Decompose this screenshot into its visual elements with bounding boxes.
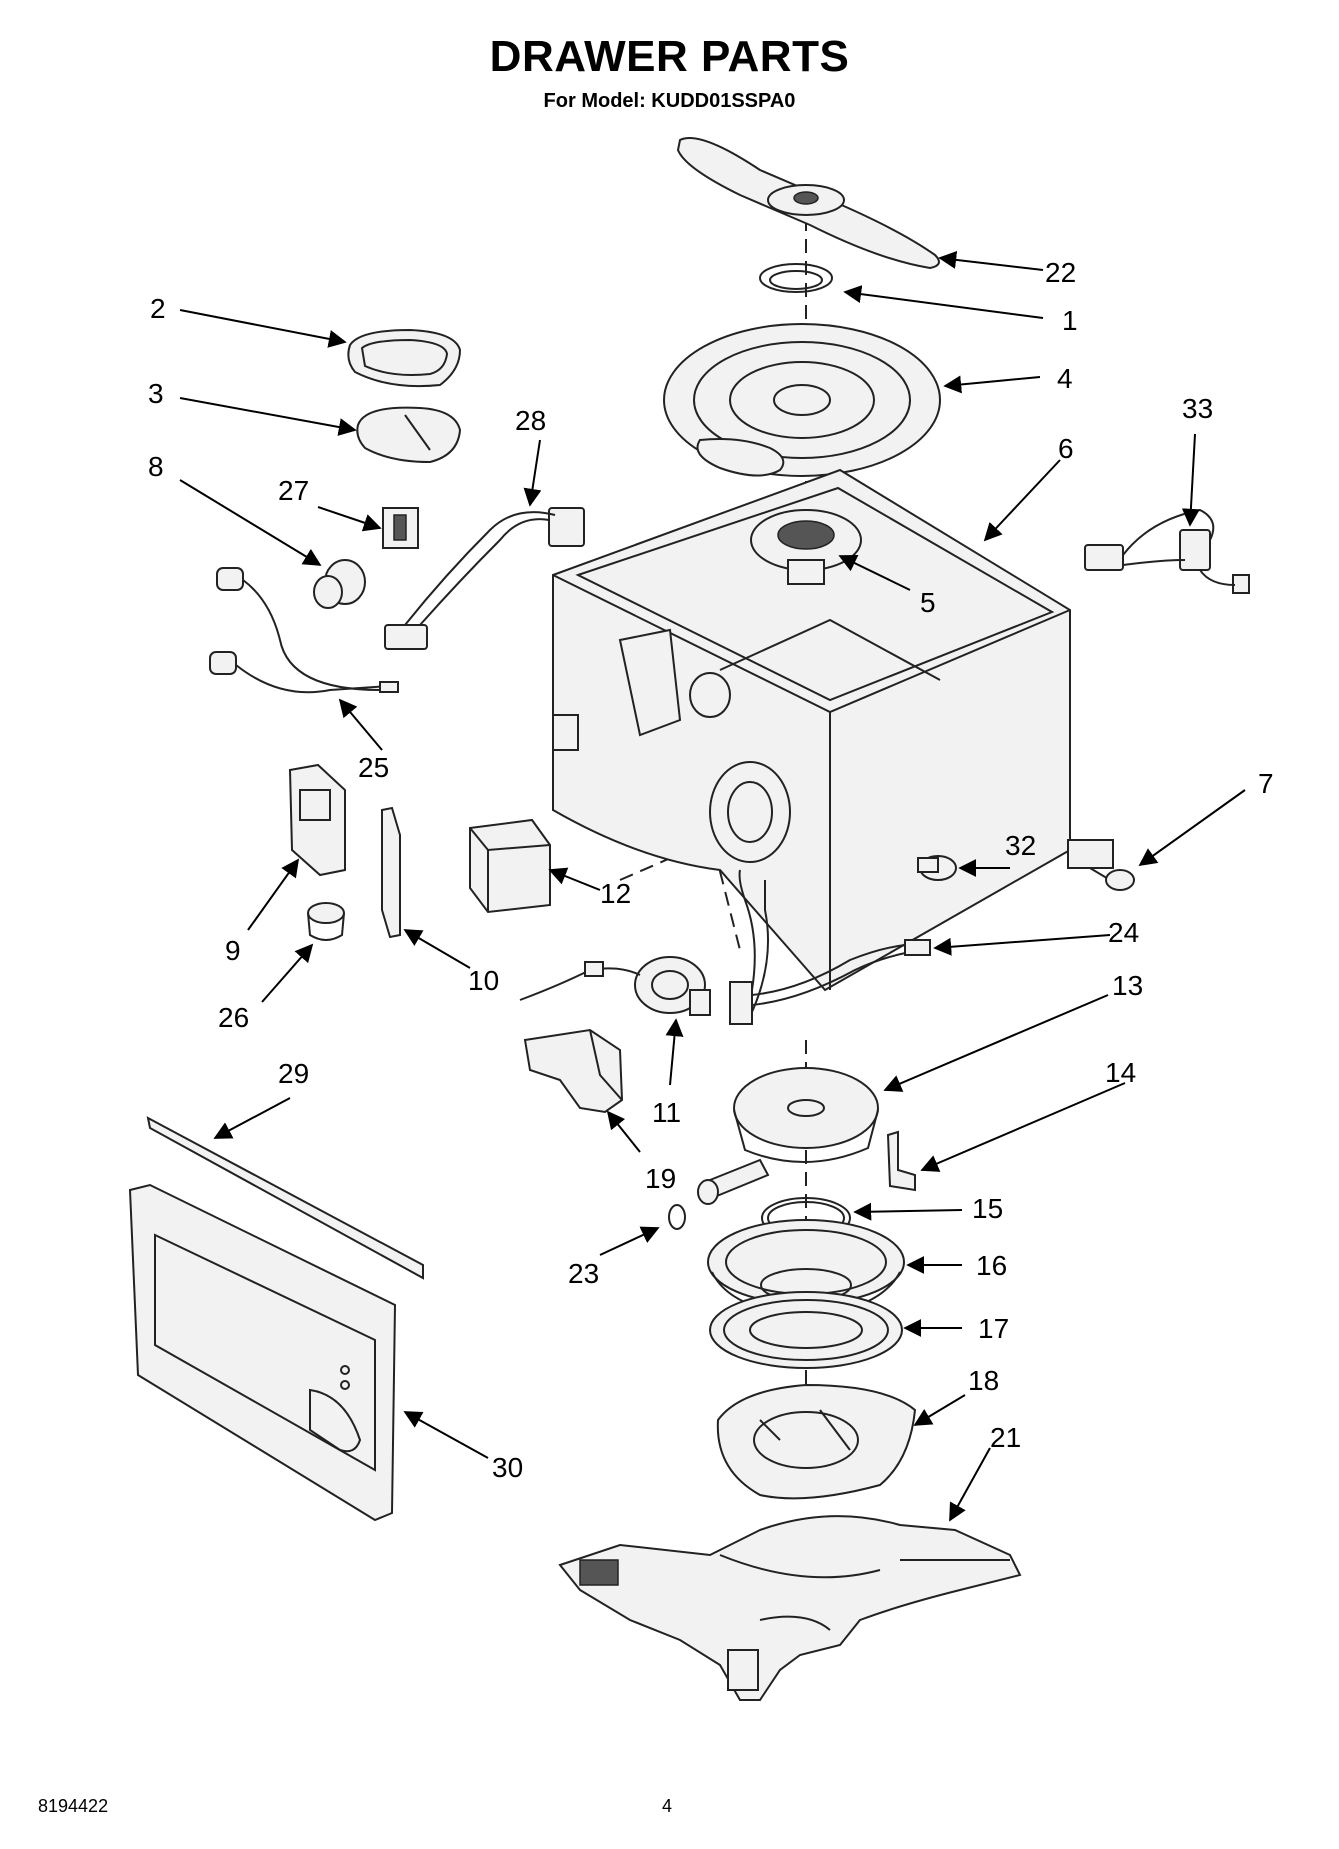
callout-32: 32 bbox=[1005, 830, 1036, 861]
part-27-clip bbox=[382, 507, 419, 549]
part-24-wiring bbox=[729, 869, 931, 1025]
part-19-housing bbox=[523, 1028, 624, 1114]
part-32-screw bbox=[917, 855, 957, 881]
part-33-harness bbox=[1084, 508, 1250, 594]
callout-5: 5 bbox=[920, 587, 936, 618]
part-12-module bbox=[469, 818, 551, 914]
part-23-o-ring bbox=[668, 1204, 686, 1230]
callout-27: 27 bbox=[278, 475, 309, 506]
callout-19: 19 bbox=[645, 1163, 676, 1194]
callout-26: 26 bbox=[218, 1002, 249, 1033]
callout-29: 29 bbox=[278, 1058, 309, 1089]
leader-lines bbox=[179, 250, 1246, 1522]
part-21-base bbox=[558, 1515, 1022, 1701]
part-7-valve bbox=[1067, 839, 1135, 891]
part-13-sump-cover bbox=[733, 1067, 879, 1163]
callout-9: 9 bbox=[225, 935, 241, 966]
page-title: DRAWER PARTS bbox=[489, 32, 850, 81]
callout-22: 22 bbox=[1045, 257, 1076, 288]
callout-33: 33 bbox=[1182, 393, 1213, 424]
part-29-trim-strip bbox=[146, 1116, 424, 1280]
part-4-filter-plate bbox=[663, 323, 941, 477]
callout-4: 4 bbox=[1057, 363, 1073, 394]
part-14-bracket bbox=[886, 1130, 916, 1192]
callout-1: 1 bbox=[1062, 305, 1078, 336]
part-8-fitting bbox=[313, 559, 366, 609]
callout-16: 16 bbox=[976, 1250, 1007, 1281]
part-25-harness bbox=[209, 567, 399, 694]
part-30-panel bbox=[128, 1183, 397, 1522]
sump-outlet-tube bbox=[697, 1158, 770, 1205]
part-28-harness bbox=[384, 507, 585, 650]
part-11-drain-pump bbox=[519, 956, 711, 1016]
part-3-cover bbox=[356, 406, 462, 464]
part-1-retainer-ring bbox=[759, 263, 833, 293]
part-9-control-board bbox=[288, 763, 346, 877]
callout-3: 3 bbox=[148, 378, 164, 409]
document-number: 8194422 bbox=[38, 1796, 109, 1816]
callout-10: 10 bbox=[468, 965, 499, 996]
callout-12: 12 bbox=[600, 878, 631, 909]
part-5-motor bbox=[750, 509, 862, 585]
page-number: 4 bbox=[662, 1796, 673, 1816]
callout-28: 28 bbox=[515, 405, 546, 436]
callout-25: 25 bbox=[358, 752, 389, 783]
callout-2: 2 bbox=[150, 293, 166, 324]
part-17-ring bbox=[709, 1291, 903, 1369]
part-2-gasket bbox=[347, 328, 462, 388]
callout-15: 15 bbox=[972, 1193, 1003, 1224]
callout-30: 30 bbox=[492, 1452, 523, 1483]
callout-21: 21 bbox=[990, 1422, 1021, 1453]
callout-11: 11 bbox=[652, 1097, 681, 1128]
callout-labels: 22 1 2 4 3 28 33 6 8 27 5 25 7 32 9 10 1… bbox=[148, 257, 1274, 1483]
callout-13: 13 bbox=[1112, 970, 1143, 1001]
part-22-spray-arm bbox=[676, 137, 940, 270]
callout-7: 7 bbox=[1258, 768, 1274, 799]
callout-18: 18 bbox=[968, 1365, 999, 1396]
callout-8: 8 bbox=[148, 451, 164, 482]
callout-17: 17 bbox=[978, 1313, 1009, 1344]
callout-14: 14 bbox=[1105, 1057, 1136, 1088]
part-26-cap bbox=[307, 902, 345, 941]
callout-24: 24 bbox=[1108, 917, 1139, 948]
callout-6: 6 bbox=[1058, 433, 1074, 464]
model-subtitle: For Model: KUDD01SSPA0 bbox=[543, 90, 796, 112]
part-10-bracket bbox=[381, 806, 401, 939]
callout-23: 23 bbox=[568, 1258, 599, 1289]
part-18-plate bbox=[716, 1383, 917, 1500]
